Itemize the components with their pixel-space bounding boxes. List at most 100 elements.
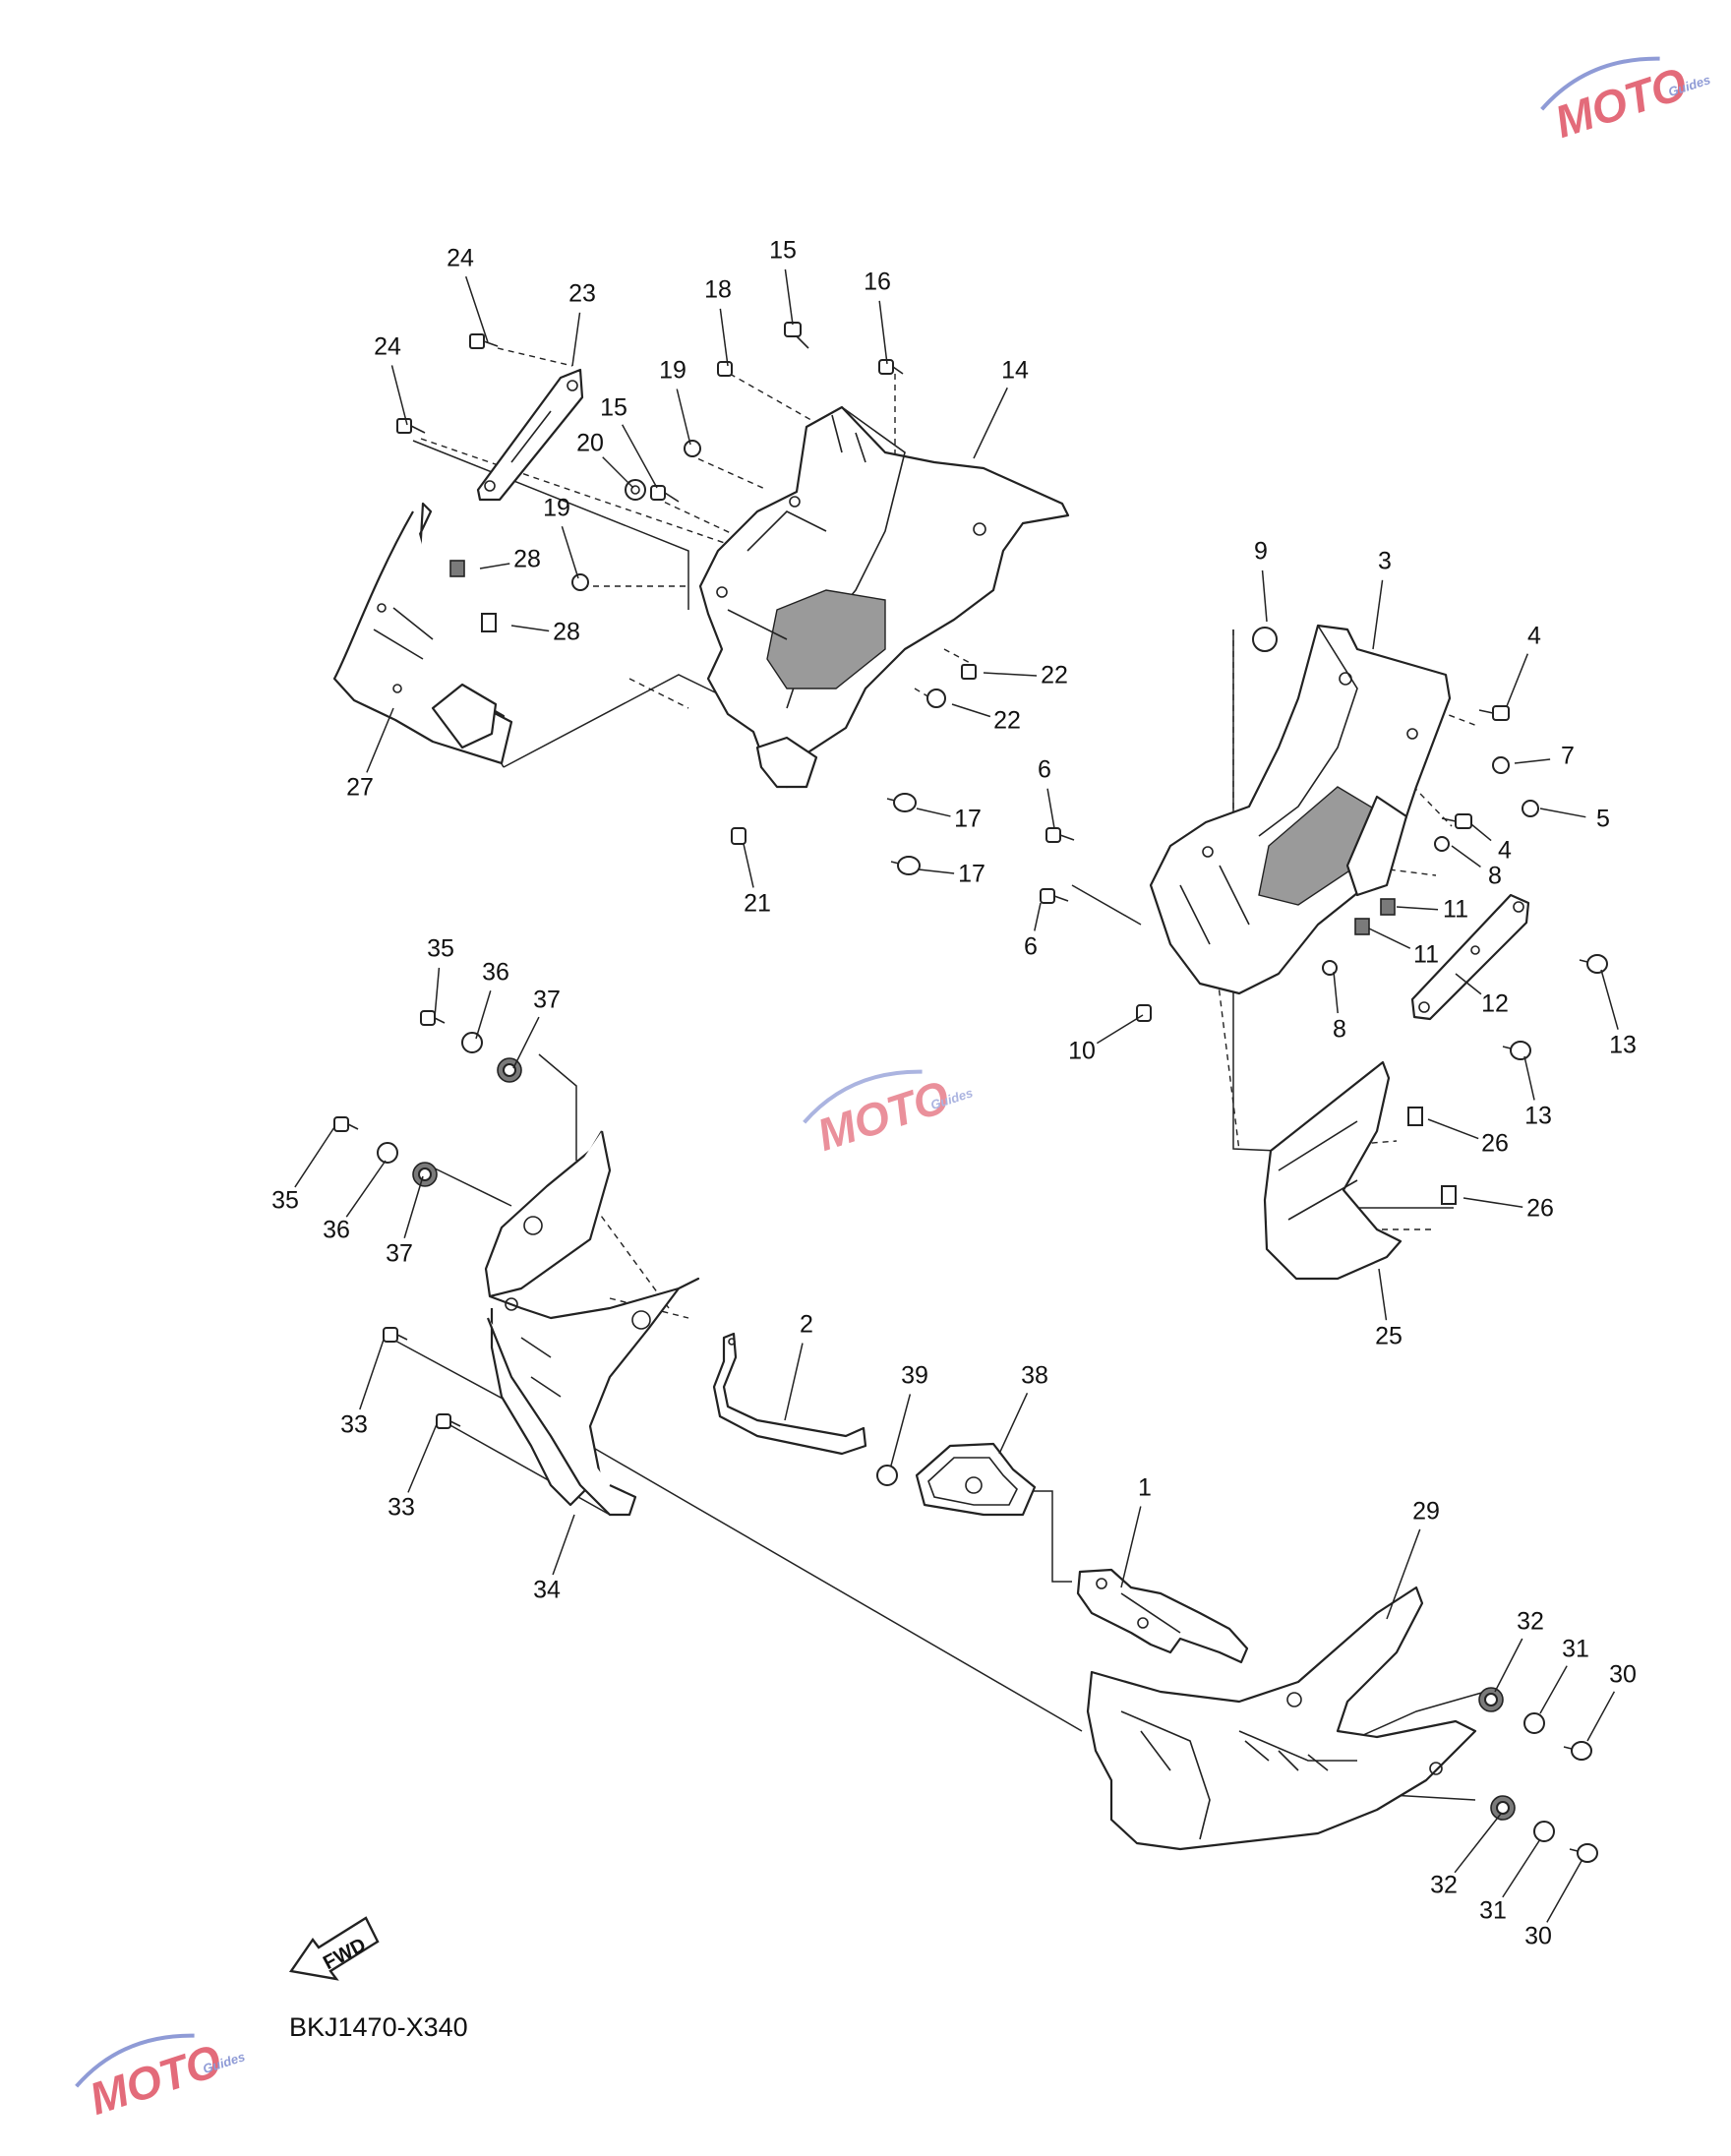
callout-leader-33 [359,1339,385,1410]
callout-leader-32 [1494,1638,1523,1693]
nut-8-upper [1434,836,1450,852]
callout-leader-19 [561,525,579,579]
washer-31-lower [1533,1821,1555,1842]
callout-leader-23 [571,312,581,367]
clip-19-mid [571,573,589,591]
callout-number-11: 11 [1413,941,1439,969]
bolt-16 [878,359,904,375]
callout-leader-14 [973,387,1008,459]
callout-number-35: 35 [427,935,454,963]
grommet-37-upper [497,1057,522,1083]
callout-number-7: 7 [1561,743,1575,770]
grommet-37-lower [412,1162,438,1187]
callout-number-9: 9 [1254,538,1268,566]
diagram-code: BKJ1470-X340 [289,2012,468,2042]
callout-leader-22 [951,703,991,718]
part-3-right-bracket [1149,624,1452,995]
watermark-logo-center: MOTO Guides [803,1069,975,1161]
callout-leaders [294,269,1619,1923]
watermark-logo-top-right: MOTO Guides [1540,56,1712,148]
part-29-lower-cowl [1086,1586,1477,1851]
callout-leader-8 [1451,845,1481,868]
callout-number-16: 16 [864,269,891,296]
bolt-24-upper [469,333,499,349]
callout-leader-24 [464,275,489,343]
callout-leader-28 [479,563,510,569]
nut-26-upper [1407,1107,1423,1126]
callout-number-4: 4 [1498,837,1512,865]
fwd-arrow: FWD [288,1916,380,1981]
bolt-33-upper [383,1327,408,1343]
callout-number-8: 8 [1333,1016,1346,1044]
grommet-32-lower [1490,1795,1516,1821]
callout-number-37: 37 [533,987,561,1014]
part-27-side-panel [332,502,513,765]
callout-number-38: 38 [1021,1362,1048,1390]
nut-28-upper [449,560,465,577]
callout-number-1: 1 [1138,1474,1152,1502]
callout-leader-20 [602,456,634,489]
callout-number-4: 4 [1527,623,1541,650]
callout-number-22: 22 [1041,662,1068,689]
callout-leader-4 [1506,653,1529,707]
callout-number-30: 30 [1524,1923,1552,1950]
callout-number-36: 36 [482,959,509,987]
callout-number-20: 20 [576,430,604,457]
hardware-group [333,322,1608,1863]
bolt-15-top [784,322,809,349]
callout-number-28: 28 [553,619,580,646]
nut-11-lower [1354,918,1370,935]
nut-26-lower [1441,1185,1457,1205]
callout-number-26: 26 [1481,1130,1509,1158]
nut-18 [717,361,733,377]
nut-7 [1492,756,1510,774]
callout-leader-37 [403,1175,424,1238]
watermark-text: MOTO [84,2034,228,2125]
callout-leader-32 [1454,1813,1502,1874]
bolt-6-lower [1040,888,1069,904]
bolt-24-lower [396,418,426,434]
part-12-plate [1410,893,1530,1021]
part-14-inner-cover [698,405,1070,789]
callout-leader-35 [294,1126,335,1188]
callout-leader-22 [983,672,1038,677]
screw-17-upper [886,793,917,812]
callout-leader-31 [1539,1665,1568,1714]
screw-17-lower [890,856,921,875]
callout-number-14: 14 [1001,357,1029,385]
callout-number-13: 13 [1524,1103,1552,1130]
callout-leader-9 [1261,569,1268,623]
callout-number-2: 2 [800,1311,813,1339]
callout-number-32: 32 [1517,1608,1544,1636]
part-25-side-cover [1263,1060,1403,1281]
callout-number-25: 25 [1375,1323,1403,1350]
callout-number-37: 37 [386,1240,413,1268]
callout-number-6: 6 [1024,933,1038,961]
callout-number-3: 3 [1378,548,1392,575]
callout-number-36: 36 [323,1217,350,1244]
callout-number-27: 27 [346,774,374,802]
callout-number-30: 30 [1609,1661,1637,1689]
callout-number-17: 17 [954,806,982,833]
callout-number-23: 23 [568,280,596,308]
callout-leader-24 [390,365,408,426]
callout-number-12: 12 [1481,990,1509,1018]
callout-number-29: 29 [1412,1498,1440,1526]
callout-leader-1 [1120,1506,1142,1588]
callout-leader-4 [1470,823,1492,842]
part-2-stay [712,1332,867,1456]
callout-number-19: 19 [659,357,686,385]
callout-leader-10 [1096,1014,1144,1045]
callout-leader-6 [1034,902,1042,931]
screw-13-upper [1579,954,1608,974]
callout-number-15: 15 [600,394,627,422]
watermark-text: MOTO [1549,57,1694,148]
callout-number-8: 8 [1488,863,1502,890]
washer-31-upper [1523,1712,1545,1734]
callout-leader-18 [719,308,729,367]
nut-21 [731,827,746,845]
part-38-grommet-plate [915,1442,1037,1517]
callout-leader-13 [1523,1055,1535,1101]
